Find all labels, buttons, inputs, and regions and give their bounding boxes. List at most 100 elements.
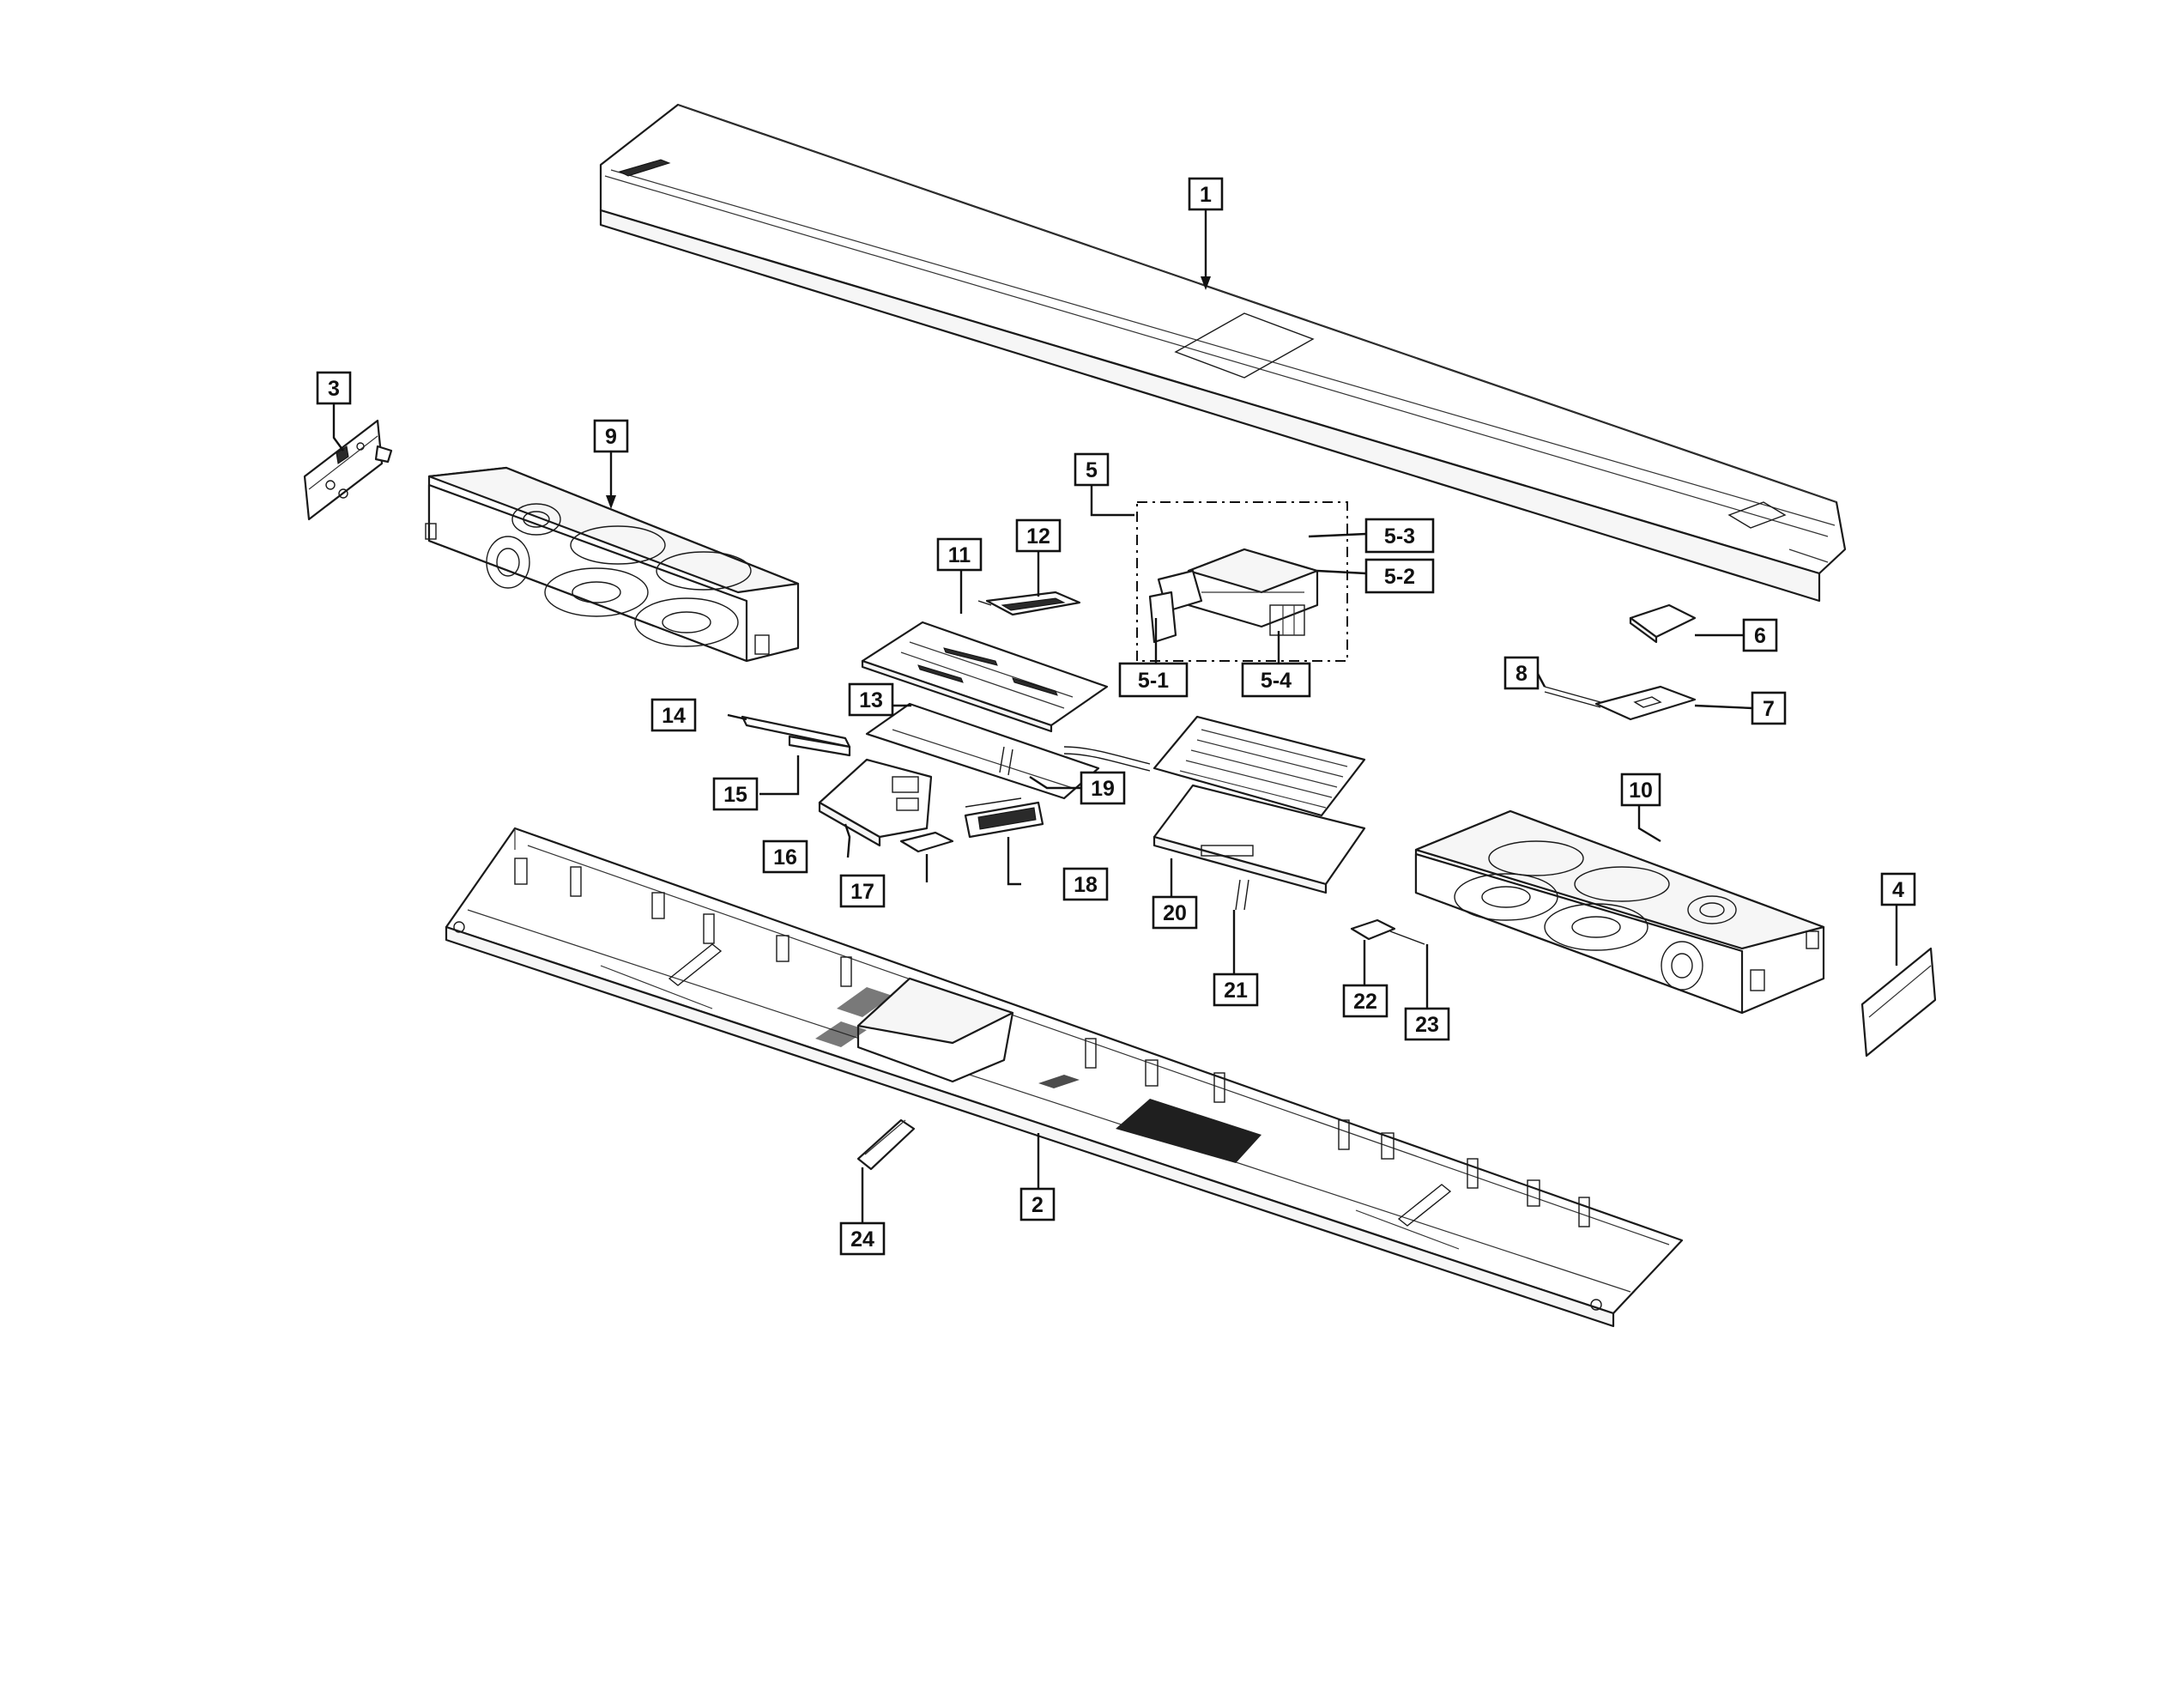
- callout-14: 14: [650, 698, 697, 732]
- callout-box: [1364, 518, 1435, 554]
- leader-lines: [332, 210, 1898, 1223]
- callout-6: 6: [1742, 618, 1778, 652]
- callout-4: 4: [1880, 872, 1916, 906]
- part-module-assembly: [1148, 548, 1319, 644]
- callout-box: [1118, 662, 1189, 698]
- callout-label: 10: [1629, 779, 1653, 803]
- callout-box: [1019, 1187, 1056, 1221]
- callout-box: [1364, 558, 1435, 594]
- callout-2: 2: [1019, 1187, 1056, 1221]
- part-top-cover: [599, 103, 1847, 603]
- callout-box: [1015, 518, 1062, 553]
- callout-10: 10: [1620, 773, 1661, 807]
- callout-label: 4: [1892, 878, 1904, 902]
- callout-box: [1751, 691, 1787, 725]
- callout-5-2: 5-2: [1364, 558, 1435, 594]
- callout-label: 6: [1754, 624, 1766, 648]
- callout-19: 19: [1080, 771, 1126, 805]
- callout-box: [839, 874, 886, 908]
- part-18-module: [964, 797, 1044, 839]
- part-17-small-board: [899, 831, 954, 853]
- callout-13: 13: [848, 682, 894, 717]
- callout-box: [848, 682, 894, 717]
- part-left-speaker: [425, 466, 800, 663]
- callout-12: 12: [1015, 518, 1062, 553]
- callout-label: 24: [850, 1227, 874, 1251]
- callout-9: 9: [593, 419, 629, 453]
- callout-box: [593, 419, 629, 453]
- callout-label: 14: [662, 704, 686, 728]
- part-16-board: [818, 758, 933, 847]
- callout-box: [1241, 662, 1311, 698]
- callout-label: 16: [773, 845, 797, 870]
- callout-box: [1188, 177, 1224, 211]
- callout-label: 8: [1515, 662, 1528, 686]
- callout-5-4: 5-4: [1241, 662, 1311, 698]
- callout-box: [712, 777, 759, 811]
- part-6-cover: [1629, 603, 1697, 644]
- callout-box: [936, 537, 983, 572]
- callout-box: [1404, 1007, 1450, 1041]
- callout-23: 23: [1404, 1007, 1450, 1041]
- part-right-end-plate: [1860, 947, 1937, 1058]
- callout-box: [839, 1221, 886, 1256]
- callout-box: [1213, 973, 1259, 1007]
- callout-label: 2: [1032, 1193, 1044, 1217]
- callout-box: [1342, 984, 1388, 1018]
- part-20-main-board: [1152, 715, 1366, 911]
- part-12-connector: [977, 591, 1081, 616]
- callout-label: 5-2: [1384, 565, 1415, 589]
- part-right-speaker: [1414, 809, 1825, 1015]
- callout-24: 24: [839, 1221, 886, 1256]
- callout-box: [1880, 872, 1916, 906]
- part-bottom-chassis: [445, 827, 1684, 1328]
- callout-box: [1503, 656, 1540, 690]
- callout-box: [316, 371, 352, 405]
- callout-box: [1062, 867, 1109, 901]
- callout-18: 18: [1062, 867, 1109, 901]
- callout-label: 17: [850, 880, 874, 904]
- callout-5-3: 5-3: [1364, 518, 1435, 554]
- callout-label: 19: [1091, 777, 1115, 801]
- callout-label: 18: [1074, 873, 1098, 897]
- heatsink-fins: [1179, 729, 1348, 809]
- callout-box: [1080, 771, 1126, 805]
- callout-20: 20: [1152, 895, 1198, 930]
- callout-label: 5: [1086, 458, 1098, 482]
- callout-box: [1742, 618, 1778, 652]
- callout-box: [1620, 773, 1661, 807]
- callout-5: 5: [1074, 452, 1110, 487]
- callout-21: 21: [1213, 973, 1259, 1007]
- callout-5-1: 5-1: [1118, 662, 1189, 698]
- callout-label: 7: [1763, 697, 1775, 721]
- callout-label: 5-4: [1261, 669, 1292, 693]
- callout-7: 7: [1751, 691, 1787, 725]
- callout-16: 16: [762, 839, 808, 874]
- callout-label: 12: [1026, 524, 1050, 548]
- callout-3: 3: [316, 371, 352, 405]
- callout-box: [762, 839, 808, 874]
- part-24-bracket: [856, 1118, 916, 1171]
- callout-label: 22: [1353, 990, 1377, 1014]
- part-13-board: [865, 702, 1151, 800]
- callout-label: 5-1: [1138, 669, 1169, 693]
- callout-box: [1152, 895, 1198, 930]
- callout-label: 23: [1415, 1013, 1439, 1037]
- callout-label: 21: [1224, 979, 1248, 1003]
- part-7-board: [1544, 685, 1697, 721]
- part-22-board: [1350, 918, 1425, 945]
- callout-8: 8: [1503, 656, 1540, 690]
- callout-label: 9: [605, 425, 617, 449]
- callout-label: 11: [948, 543, 971, 567]
- callout-label: 13: [859, 688, 883, 712]
- part-left-bracket: [303, 419, 393, 521]
- callout-label: 5-3: [1384, 524, 1415, 548]
- callout-11: 11: [936, 537, 983, 572]
- callout-15: 15: [712, 777, 759, 811]
- callout-label: 15: [723, 783, 747, 807]
- callout-17: 17: [839, 874, 886, 908]
- callout-box: [650, 698, 697, 732]
- part-11-board: [861, 621, 1109, 733]
